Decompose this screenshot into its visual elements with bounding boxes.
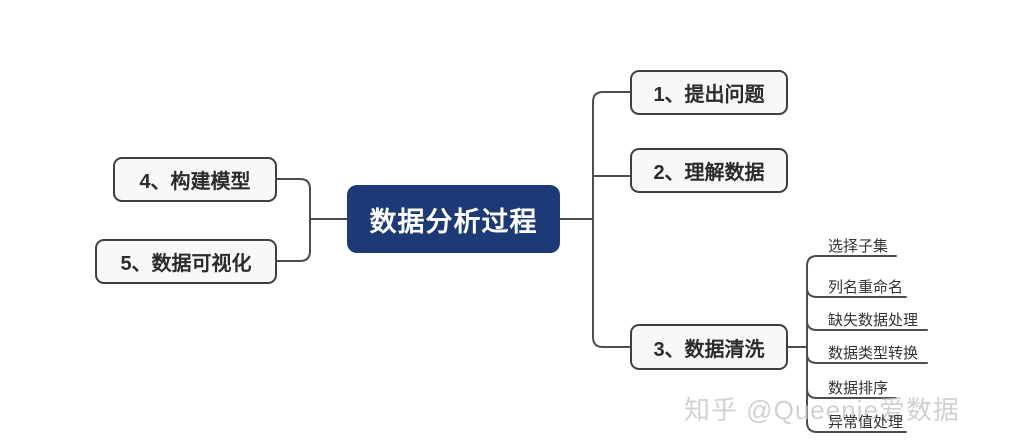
- node-center-data-analysis-process[interactable]: 数据分析过程: [347, 185, 560, 253]
- connector-left-bracket: [276, 178, 311, 262]
- connector-sub-branch-4: [806, 353, 928, 364]
- connector-right-bracket: [592, 91, 631, 348]
- connector-sub-branch-5: [806, 388, 897, 399]
- subnode-data-type-conversion[interactable]: 数据类型转换: [828, 345, 919, 362]
- connector-sub-branch-3: [806, 320, 928, 331]
- node-understand-data[interactable]: 2、理解数据: [630, 148, 788, 193]
- subnode-rename-columns[interactable]: 列名重命名: [828, 279, 904, 296]
- node-data-visualization[interactable]: 5、数据可视化: [95, 239, 277, 284]
- connector-sub-trunk: [806, 255, 907, 433]
- subnode-missing-data-handling[interactable]: 缺失数据处理: [828, 312, 919, 329]
- node-raise-question[interactable]: 1、提出问题: [630, 70, 788, 115]
- subnode-outlier-handling[interactable]: 异常值处理: [828, 414, 904, 431]
- watermark: 知乎 @Queenie爱数据: [684, 395, 960, 425]
- connector-sub-branch-2: [806, 287, 907, 298]
- subnode-select-subset[interactable]: 选择子集: [828, 238, 889, 255]
- node-build-model[interactable]: 4、构建模型: [113, 157, 277, 202]
- subnode-data-sorting[interactable]: 数据排序: [828, 380, 889, 397]
- node-data-cleaning[interactable]: 3、数据清洗: [630, 324, 788, 370]
